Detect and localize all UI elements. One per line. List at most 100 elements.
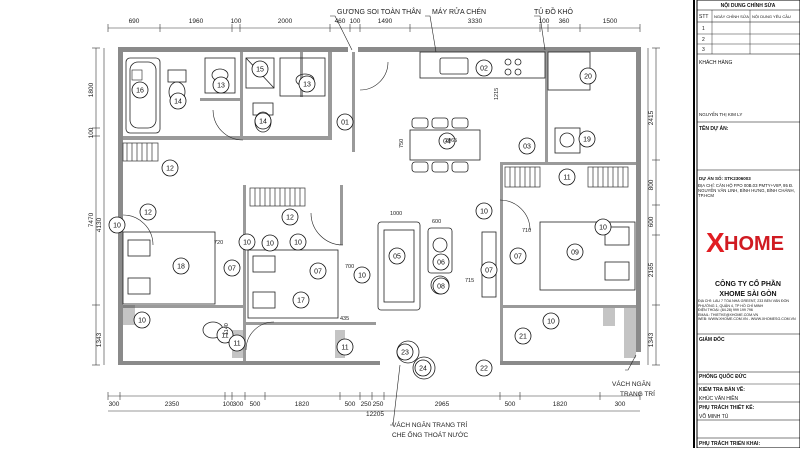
callout-partition-bottom-line1: VÁCH NGĂN TRANG TRÍ [392, 420, 467, 429]
dim-top-6: 1490 [378, 18, 393, 25]
room-tag-circle [254, 112, 272, 130]
room-tag: 10 [261, 234, 279, 252]
room-tag-label: 16 [136, 88, 144, 95]
room-tag-label: 23 [401, 350, 409, 357]
room-tag-circle [475, 359, 493, 377]
room-tag-circle [558, 168, 576, 186]
room-tag-label: 04 [443, 139, 451, 146]
dim-bottom-0: 300 [109, 401, 120, 408]
callout-partition-right-line1: VÁCH NGĂN [612, 379, 651, 388]
room-tag: 16 [131, 81, 149, 99]
room-tag: 11 [336, 338, 354, 356]
room-tag-circle [432, 277, 450, 295]
room-tag-circle [438, 132, 456, 150]
callout-partition-right: VÁCH NGĂN TRANG TRÍ [612, 379, 655, 398]
room-tag-circle [396, 343, 414, 361]
room-tag-circle [514, 327, 532, 345]
room-tag-circle [414, 359, 432, 377]
designer-name: VÕ MINH TÚ [699, 413, 729, 420]
room-tag: 13 [298, 75, 316, 93]
room-tag-circle [432, 253, 450, 271]
dim-inner-wall: 1140 [224, 323, 230, 335]
room-tag-circle [216, 326, 234, 344]
dim-top-9: 360 [559, 18, 570, 25]
room-tag: 08 [432, 277, 450, 295]
room-tag: 07 [223, 259, 241, 277]
room-tag: 19 [578, 130, 596, 148]
room-tag: 04 [438, 132, 456, 150]
dim-bottom-10: 500 [505, 401, 516, 408]
room-tag-circle [298, 75, 316, 93]
room-tag-label: 10 [480, 209, 488, 216]
room-tag: 12 [139, 203, 157, 221]
dim-bottom-6: 500 [345, 401, 356, 408]
dim-bottom-5: 1820 [295, 401, 310, 408]
room-tag-label: 11 [233, 341, 240, 348]
room-tag: 03 [518, 137, 536, 155]
callout-dry-cabinet: TỦ ĐỒ KHÔ [534, 6, 573, 16]
dim-inner-bed17: 700 [345, 264, 354, 270]
room-tag-circle [133, 311, 151, 329]
dim-inner-bed18: 720 [214, 240, 223, 246]
room-tag: 13 [212, 76, 230, 94]
dim-bottom-1: 2350 [165, 401, 180, 408]
room-tag-circle [578, 130, 596, 148]
room-tag-label: 07 [314, 269, 322, 276]
room-tag-circle [238, 233, 256, 251]
room-tag-circle [594, 218, 612, 236]
room-tag-circle [108, 216, 126, 234]
director-label: GIÁM ĐỐC [699, 336, 725, 343]
dim-inner-desk: 435 [340, 316, 349, 322]
room-tag-label: 10 [243, 240, 251, 247]
company-web: WEB: WWW.XHOME.COM.VN - WWW.XHOMESG.COM.… [698, 317, 796, 322]
room-tag: 11 [558, 168, 576, 186]
room-tag-label: 14 [174, 99, 182, 106]
room-tag: 02 [475, 59, 493, 77]
dim-bottom-12: 300 [615, 401, 626, 408]
room-tag-label: 07 [485, 268, 493, 275]
dim-inner-dining-w: 2965 [445, 138, 457, 144]
room-tag-circle [281, 208, 299, 226]
room-tag-circle [223, 259, 241, 277]
room-tag-circle [336, 113, 354, 131]
rev-header-stt: STT [699, 14, 708, 20]
callout-partition-bottom-line2: CHE ỐNG THOÁT NƯỚC [392, 429, 469, 439]
callout-partition-right-line2: TRANG TRÍ [620, 389, 655, 398]
room-tag-label: 20 [584, 74, 592, 81]
address-box: ĐỊA CHỈ: CĂN HỘ FPO 00B.03 PMTY+VIIP, 95… [698, 183, 795, 198]
room-tag-circle [475, 59, 493, 77]
room-tag: 11 [228, 334, 246, 352]
dim-bottom-11: 1820 [553, 401, 568, 408]
dim-left-2: 4130 [96, 217, 103, 232]
revision-title: NỘI DUNG CHỈNH SỬA [721, 1, 776, 9]
room-tag: 10 [238, 233, 256, 251]
room-tag-label: 09 [571, 250, 579, 257]
room-tag: 10 [133, 311, 151, 329]
room-tag: 22 [475, 359, 493, 377]
room-tag-label: 11 [341, 345, 348, 352]
room-tag-circle [579, 67, 597, 85]
dim-bottom-4: 500 [250, 401, 261, 408]
dim-top-5: 100 [350, 18, 361, 25]
room-tag-circle [212, 76, 230, 94]
room-tag-label: 12 [144, 210, 152, 217]
project-address: ĐỊA CHỈ: CĂN HỘ FPO 00B.03 PMTY+VIIP, 95… [698, 183, 795, 198]
dim-left-4: 1343 [96, 332, 103, 347]
room-tag: 12 [161, 159, 179, 177]
rev-row-2: 2 [702, 37, 705, 43]
room-tag-label: 18 [177, 264, 185, 271]
room-tag-label: 12 [166, 166, 174, 173]
room-tag-label: 10 [138, 318, 146, 325]
room-tag-circle [518, 137, 536, 155]
room-tag: 12 [281, 208, 299, 226]
svg-text:X: X [706, 227, 725, 258]
floor-drain [131, 69, 143, 81]
room-tag: 10 [594, 218, 612, 236]
deploy-label: PHỤ TRÁCH TRIỂN KHAI: [699, 440, 760, 447]
room-tag: 10 [108, 216, 126, 234]
company-email: EMAIL: THIETKE@XHOME.COM.VN [698, 312, 759, 317]
room-tag-label: 10 [294, 240, 302, 247]
room-tag: 07 [480, 261, 498, 279]
rev-header-date: NGÀY CHỈNH SỬA [714, 14, 749, 19]
